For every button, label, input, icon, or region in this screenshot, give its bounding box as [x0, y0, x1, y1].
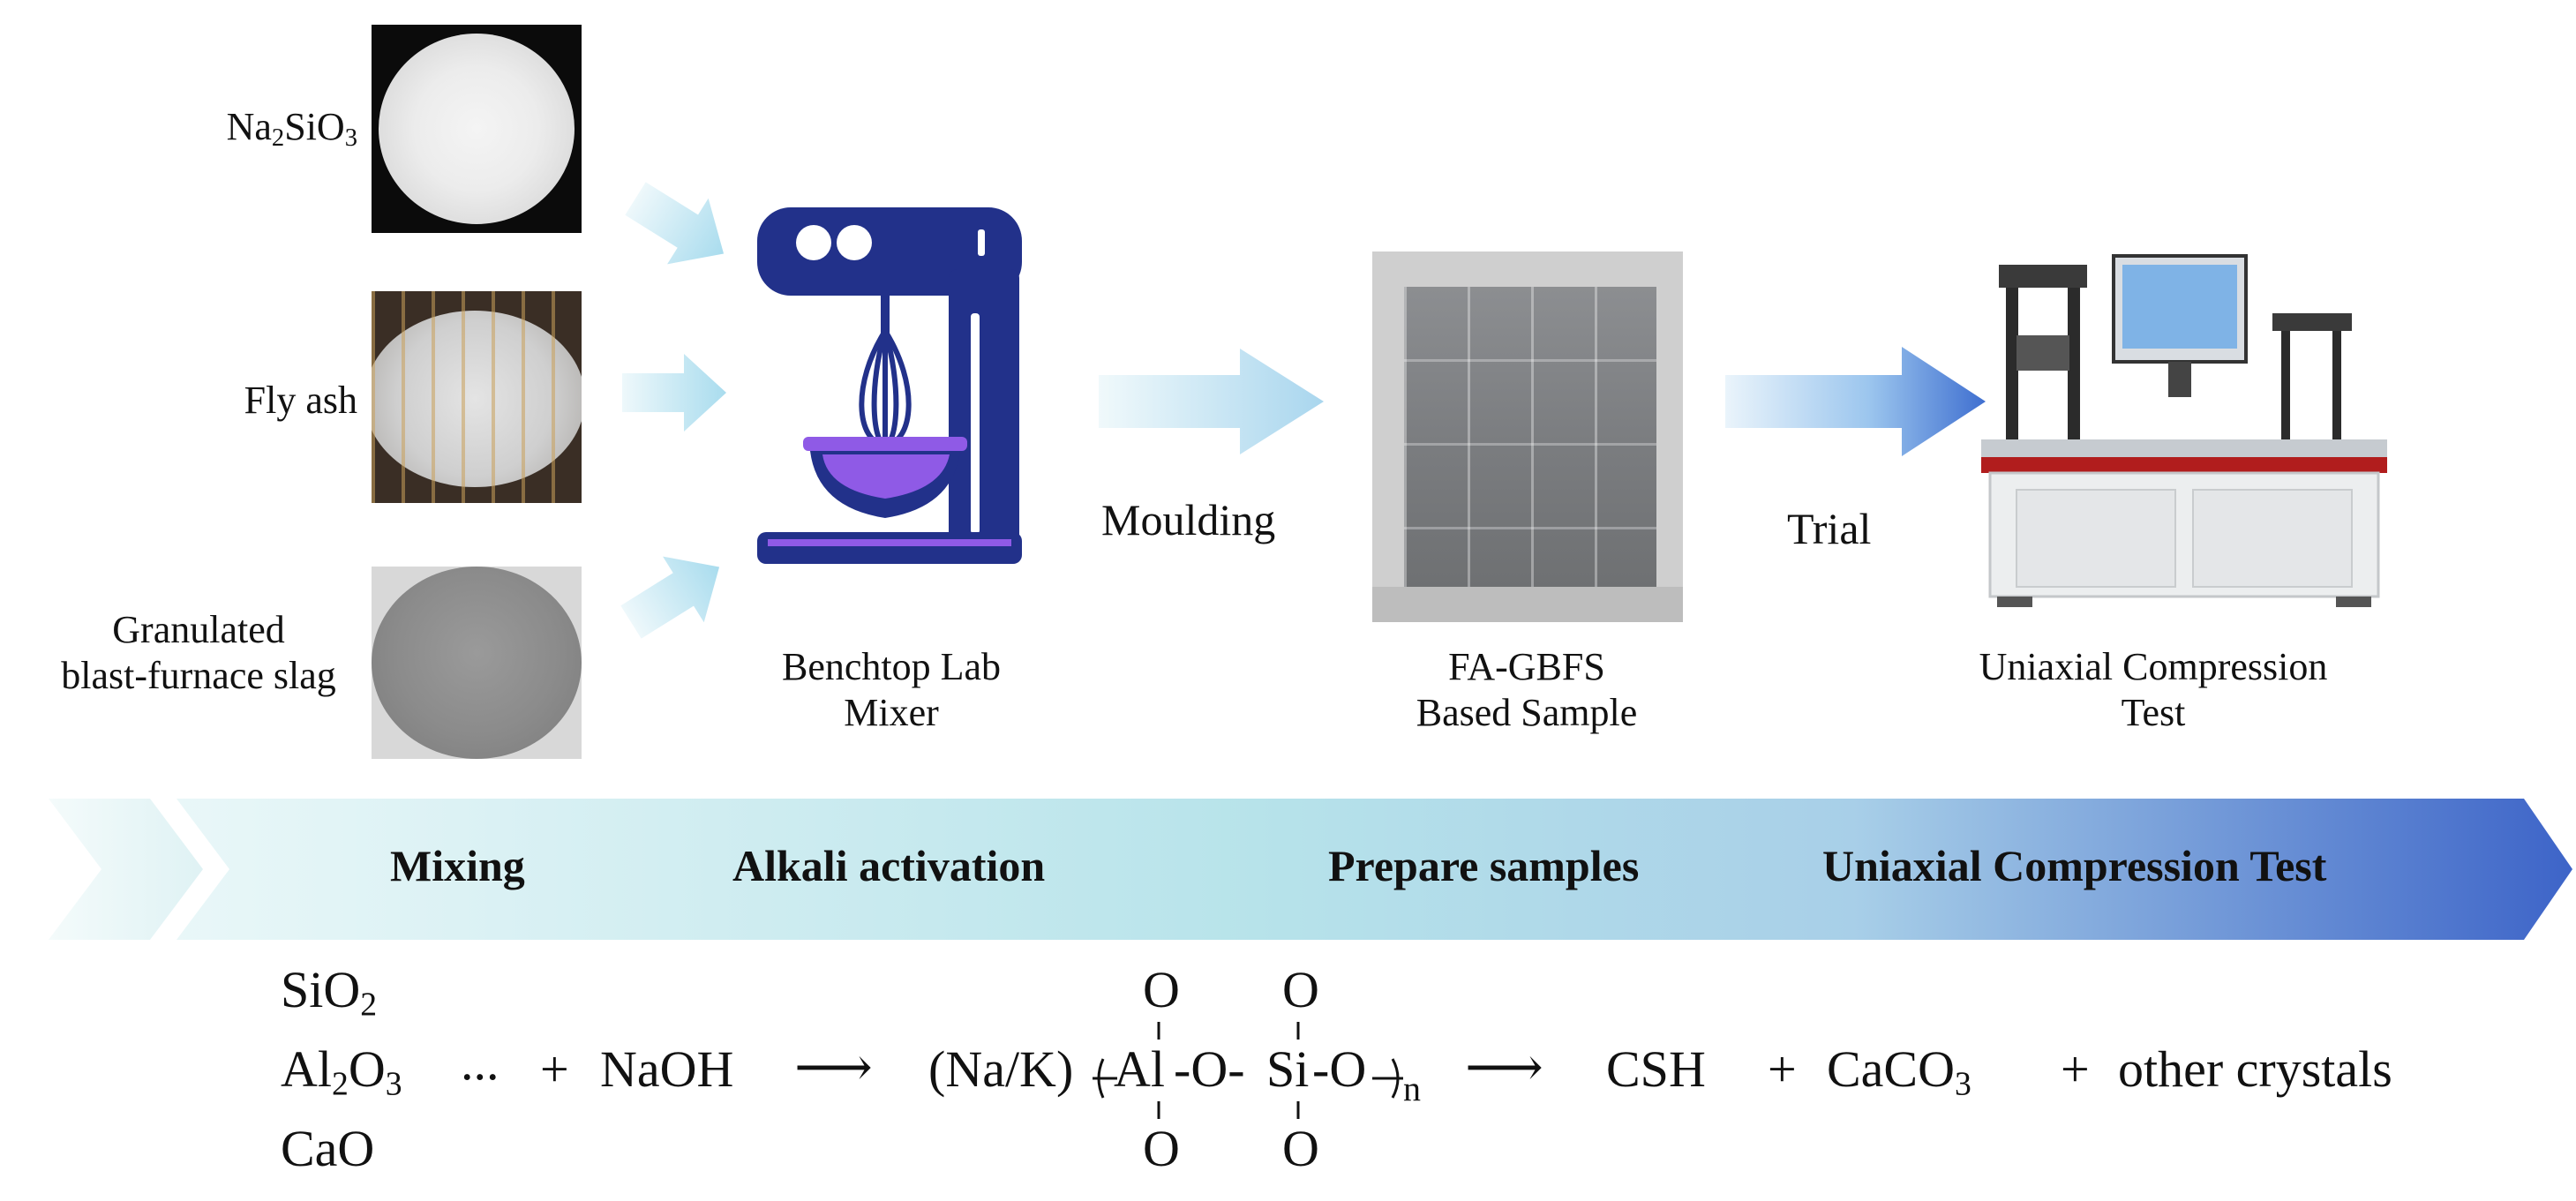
slag-photo — [372, 567, 582, 759]
eq-naoh: NaOH — [600, 1040, 734, 1098]
eq-arrow-1: ⟶ — [794, 1038, 873, 1098]
label-fly-ash: Fly ash — [244, 379, 357, 422]
eq-chain-al: Al — [1114, 1040, 1165, 1098]
eq-prefix: (Na/K) — [928, 1040, 1074, 1098]
eq-si-o-bottom: O — [1282, 1120, 1319, 1177]
eq-al-o-top: O — [1143, 961, 1180, 1018]
mixer-illustration — [741, 190, 1033, 596]
eq-chain-end: -O — [1312, 1040, 1367, 1098]
label-trial: Trial — [1787, 504, 1872, 553]
reactant-sio2: SiO2 — [281, 961, 378, 1024]
eq-arrow-2: ⟶ — [1465, 1038, 1543, 1098]
label-moulding: Moulding — [1101, 495, 1276, 544]
arrow-na2sio3 — [625, 182, 725, 265]
eq-caco3: CaCO3 — [1827, 1040, 1971, 1103]
eq-chain-si: Si — [1266, 1040, 1310, 1098]
eq-chain-o: -O- — [1174, 1040, 1245, 1098]
sample-photo — [1372, 251, 1683, 622]
eq-plus-1: + — [540, 1040, 569, 1098]
eq-csh: CSH — [1606, 1040, 1706, 1098]
tester-illustration — [1981, 254, 2387, 607]
label-na2sio3: Na2SiO3 — [226, 105, 357, 153]
band-chevron — [49, 799, 203, 940]
reactant-cao: CaO — [281, 1120, 375, 1177]
eq-n: n — [1403, 1069, 1421, 1108]
stage-mixing: Mixing — [390, 841, 525, 890]
label-slag: Granulated blast-furnace slag — [61, 608, 336, 697]
na2sio3-photo — [372, 25, 582, 233]
stage-prepare-samples: Prepare samples — [1328, 841, 1640, 890]
trial-arrow — [1725, 347, 1986, 456]
reactant-al2o3: Al2O3 — [281, 1040, 402, 1103]
eq-si-o-top: O — [1282, 961, 1319, 1018]
arrow-fly-ash — [622, 354, 726, 432]
fly-ash-photo — [372, 291, 582, 503]
eq-other-crystals: other crystals — [2118, 1040, 2392, 1098]
label-tester: Uniaxial Compression Test — [1979, 645, 2328, 734]
eq-al-o-bottom: O — [1143, 1120, 1180, 1177]
stage-uniaxial-test: Uniaxial Compression Test — [1822, 841, 2327, 890]
eq-plus-3: + — [2061, 1040, 2090, 1098]
eq-plus-2: + — [1768, 1040, 1797, 1098]
band-arrow — [176, 799, 2572, 940]
arrow-slag — [620, 556, 720, 639]
label-mixer: Benchtop Lab Mixer — [781, 645, 1002, 734]
eq-dots: ... — [461, 1033, 499, 1091]
stage-alkali-activation: Alkali activation — [732, 841, 1046, 890]
label-sample: FA-GBFS Based Sample — [1416, 645, 1638, 734]
